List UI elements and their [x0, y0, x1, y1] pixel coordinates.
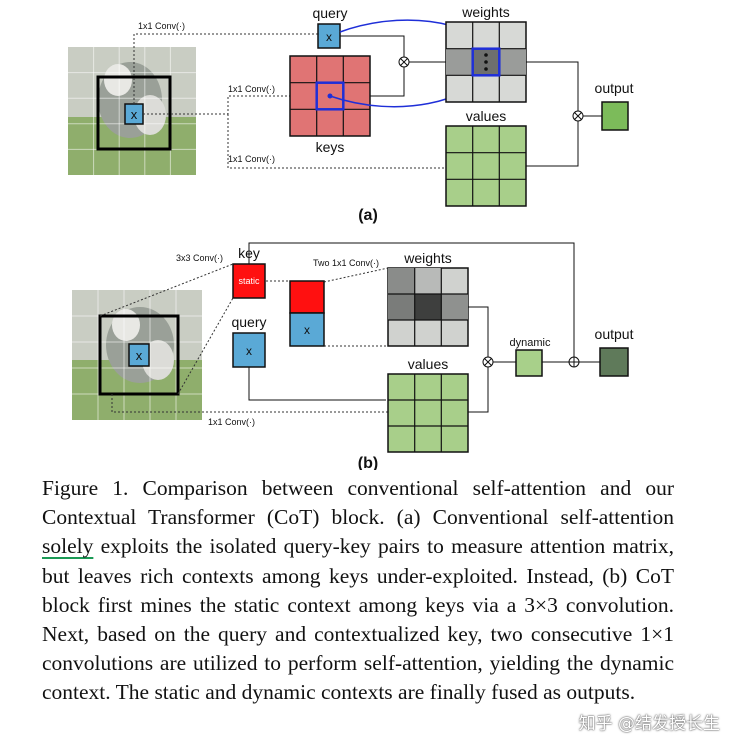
query-pixel-b [128, 343, 150, 367]
x-label: x [131, 107, 138, 122]
conv-label-bot-b: 1x1 Conv(·) [208, 417, 255, 427]
output-box-b [599, 347, 629, 377]
values-label-a: values [466, 108, 506, 124]
input-image-a: x [68, 47, 196, 175]
query-label-b: query [231, 314, 266, 330]
x-label: x [304, 323, 310, 337]
panel-a-label: (a) [358, 207, 378, 224]
x-label: x [246, 344, 252, 358]
query-label-a: query [312, 5, 347, 21]
weights-label-b: weights [403, 250, 451, 266]
x-label: x [136, 348, 143, 363]
output-label-b: output [595, 326, 634, 342]
caption-text-after: exploits the isolated query-key pairs to… [42, 534, 674, 705]
values-grid-a [445, 125, 527, 207]
watermark: 知乎 @结发授长生 [578, 714, 720, 734]
dynamic-box [515, 349, 543, 377]
keys-label: keys [316, 139, 345, 155]
panel-b: x 3x3 Conv(·) Two 1x1 Conv(·) 1x1 Conv(·… [72, 242, 634, 470]
concat-query-box [289, 312, 325, 347]
weights-label-a: weights [461, 4, 509, 20]
figure-diagram: x 1x1 Conv(·) 1x1 Conv(·) 1x1 Conv(·) qu… [68, 4, 634, 470]
caption-underlined-word: solely [42, 534, 94, 559]
weights-grid-a [445, 21, 527, 103]
conv-label-top-a: 1x1 Conv(·) [138, 21, 185, 31]
dynamic-label: dynamic [510, 337, 551, 349]
conv-label-mid-a: 1x1 Conv(·) [228, 84, 275, 94]
output-label-a: output [595, 80, 634, 96]
panel-b-label: (b) [358, 455, 378, 470]
concat-key-box [289, 280, 325, 314]
static-key-box [232, 263, 266, 299]
caption-text-before: Figure 1. Comparison between conventiona… [42, 476, 674, 530]
panel-a: x 1x1 Conv(·) 1x1 Conv(·) 1x1 Conv(·) qu… [68, 4, 634, 224]
input-image-b: x [72, 290, 202, 420]
static-label: static [238, 276, 260, 286]
figure-caption: Figure 1. Comparison between conventiona… [42, 474, 674, 708]
conv-label-bot-a: 1x1 Conv(·) [228, 154, 275, 164]
weights-grid-b [387, 267, 469, 347]
conv-3x3-label: 3x3 Conv(·) [176, 253, 223, 263]
x-label: x [326, 30, 332, 44]
values-grid-b [387, 373, 469, 453]
two-conv-label: Two 1x1 Conv(·) [313, 258, 379, 268]
values-label-b: values [408, 356, 448, 372]
output-box-a [601, 101, 629, 131]
